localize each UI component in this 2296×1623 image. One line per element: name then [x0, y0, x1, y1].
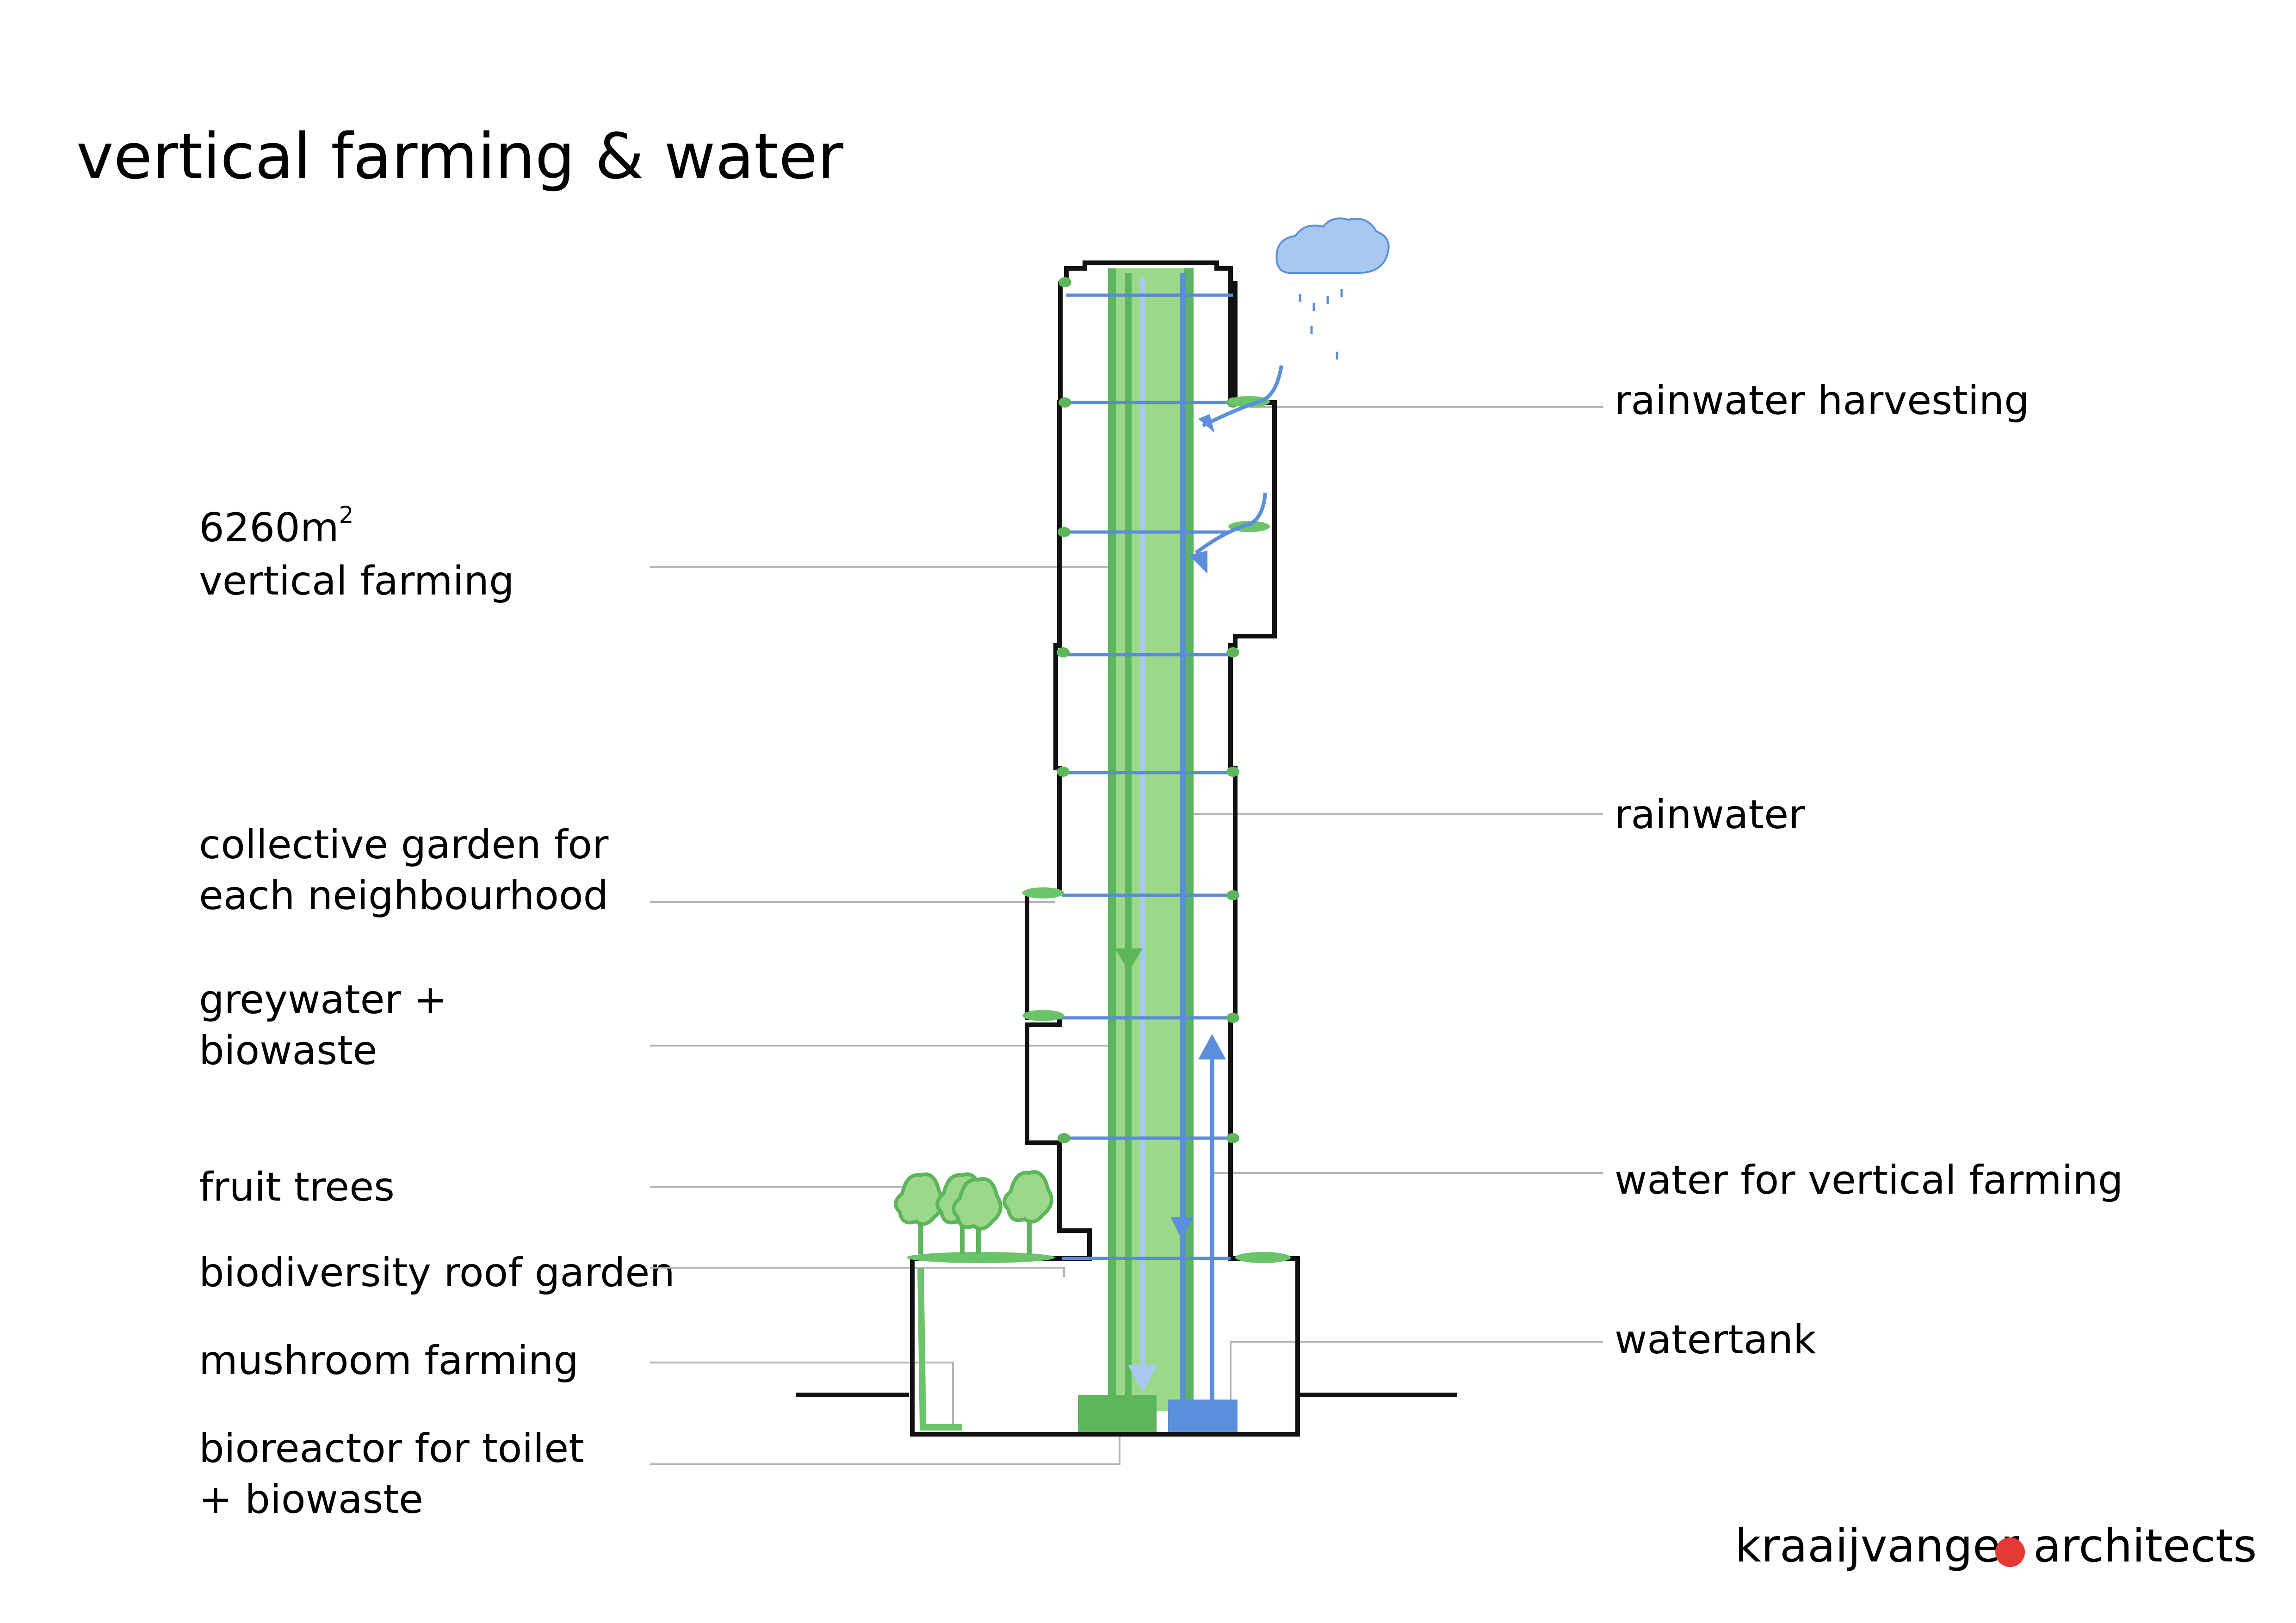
- planter: [1226, 647, 1239, 657]
- label-mushroom-farming: mushroom farming: [199, 1338, 579, 1384]
- fruit-trees: [894, 1170, 1053, 1254]
- leader-watertank: [1230, 1341, 1603, 1411]
- roof-garden-planter: [1022, 1010, 1064, 1021]
- roof-garden-planter: [1022, 887, 1064, 898]
- planter: [1058, 1133, 1071, 1143]
- building-outline: [910, 260, 1300, 1437]
- brand-logo: kraaijvanger architects: [1735, 1520, 2257, 1573]
- brand-name: kraaijvanger: [1735, 1520, 2019, 1573]
- arrow-down-icon: [1115, 948, 1143, 972]
- planter: [1226, 890, 1239, 900]
- green-pipe-right: [1184, 268, 1194, 1411]
- label-rainwater: rainwater: [1615, 792, 1805, 838]
- arrow-down-icon: [1128, 1365, 1157, 1393]
- rain-drops-icon: [1299, 289, 1343, 359]
- arrow-icon: [1198, 414, 1214, 433]
- rainwater-harvest-flow: [1202, 365, 1283, 427]
- planter: [1226, 1013, 1239, 1023]
- label-collective-garden-line1: collective garden for: [199, 822, 609, 868]
- planter: [1058, 397, 1071, 408]
- mushroom-farming-wall: [917, 1267, 962, 1431]
- label-bioreactor-line2: + biowaste: [199, 1476, 423, 1523]
- bioreactor-tank: [1078, 1395, 1157, 1434]
- arrow-down-icon: [1170, 1217, 1194, 1240]
- arrow-icon: [1189, 551, 1207, 574]
- label-roof-garden: biodiversity roof garden: [199, 1250, 675, 1296]
- planter: [1057, 647, 1070, 657]
- label-watertank: watertank: [1615, 1317, 1816, 1363]
- planter: [1057, 767, 1070, 777]
- label-vertical-farming-area: 6260m2: [199, 502, 353, 551]
- label-collective-garden-line2: each neighbourhood: [199, 873, 608, 919]
- roof-garden-planter: [1235, 1252, 1291, 1263]
- arrow-up-icon: [1198, 1034, 1226, 1059]
- label-bioreactor-line1: bioreactor for toilet: [199, 1425, 584, 1472]
- roof-garden-planter: [1228, 396, 1270, 407]
- leader-roof-garden: [650, 1267, 1065, 1277]
- cloud-icon: [1275, 217, 1390, 274]
- label-greywater-line1: greywater +: [199, 977, 447, 1023]
- planter: [1058, 527, 1071, 537]
- left-labels: 6260m2 vertical farming collective garde…: [199, 502, 675, 1523]
- brand-suffix: architects: [2033, 1520, 2257, 1573]
- fruit-tree-icon: [894, 1172, 945, 1254]
- planter: [1058, 277, 1071, 287]
- watertank: [1168, 1400, 1238, 1434]
- label-fruit-trees: fruit trees: [199, 1164, 395, 1210]
- vertical-farming-shaft: [1108, 268, 1189, 1411]
- biodiversity-roof-garden: [907, 1252, 1055, 1263]
- fruit-tree-icon: [952, 1177, 1003, 1254]
- rainwater-harvest-flow: [1194, 492, 1267, 555]
- page-title: vertical farming & water: [76, 120, 843, 193]
- leader-mushroom: [650, 1362, 954, 1425]
- label-water-vertical-farming: water for vertical farming: [1615, 1157, 2123, 1203]
- label-greywater-line2: biowaste: [199, 1028, 378, 1074]
- brand-dot: [1995, 1537, 2025, 1567]
- right-labels: rainwater harvesting rainwater water for…: [1615, 378, 2123, 1363]
- planter: [1226, 767, 1239, 777]
- floor-slabs: [1029, 293, 1233, 1260]
- green-pipe-mid: [1125, 273, 1132, 1411]
- planter: [1226, 1133, 1239, 1143]
- label-rainwater-harvesting: rainwater harvesting: [1615, 378, 2030, 424]
- blue-pipe-down: [1180, 273, 1186, 1411]
- leader-lines: [650, 406, 1603, 1465]
- label-vertical-farming: vertical farming: [199, 558, 514, 604]
- green-pipe-left: [1108, 268, 1116, 1411]
- leader-bioreactor: [650, 1425, 1120, 1465]
- planters: [907, 277, 1291, 1263]
- fruit-tree-icon: [1003, 1170, 1053, 1254]
